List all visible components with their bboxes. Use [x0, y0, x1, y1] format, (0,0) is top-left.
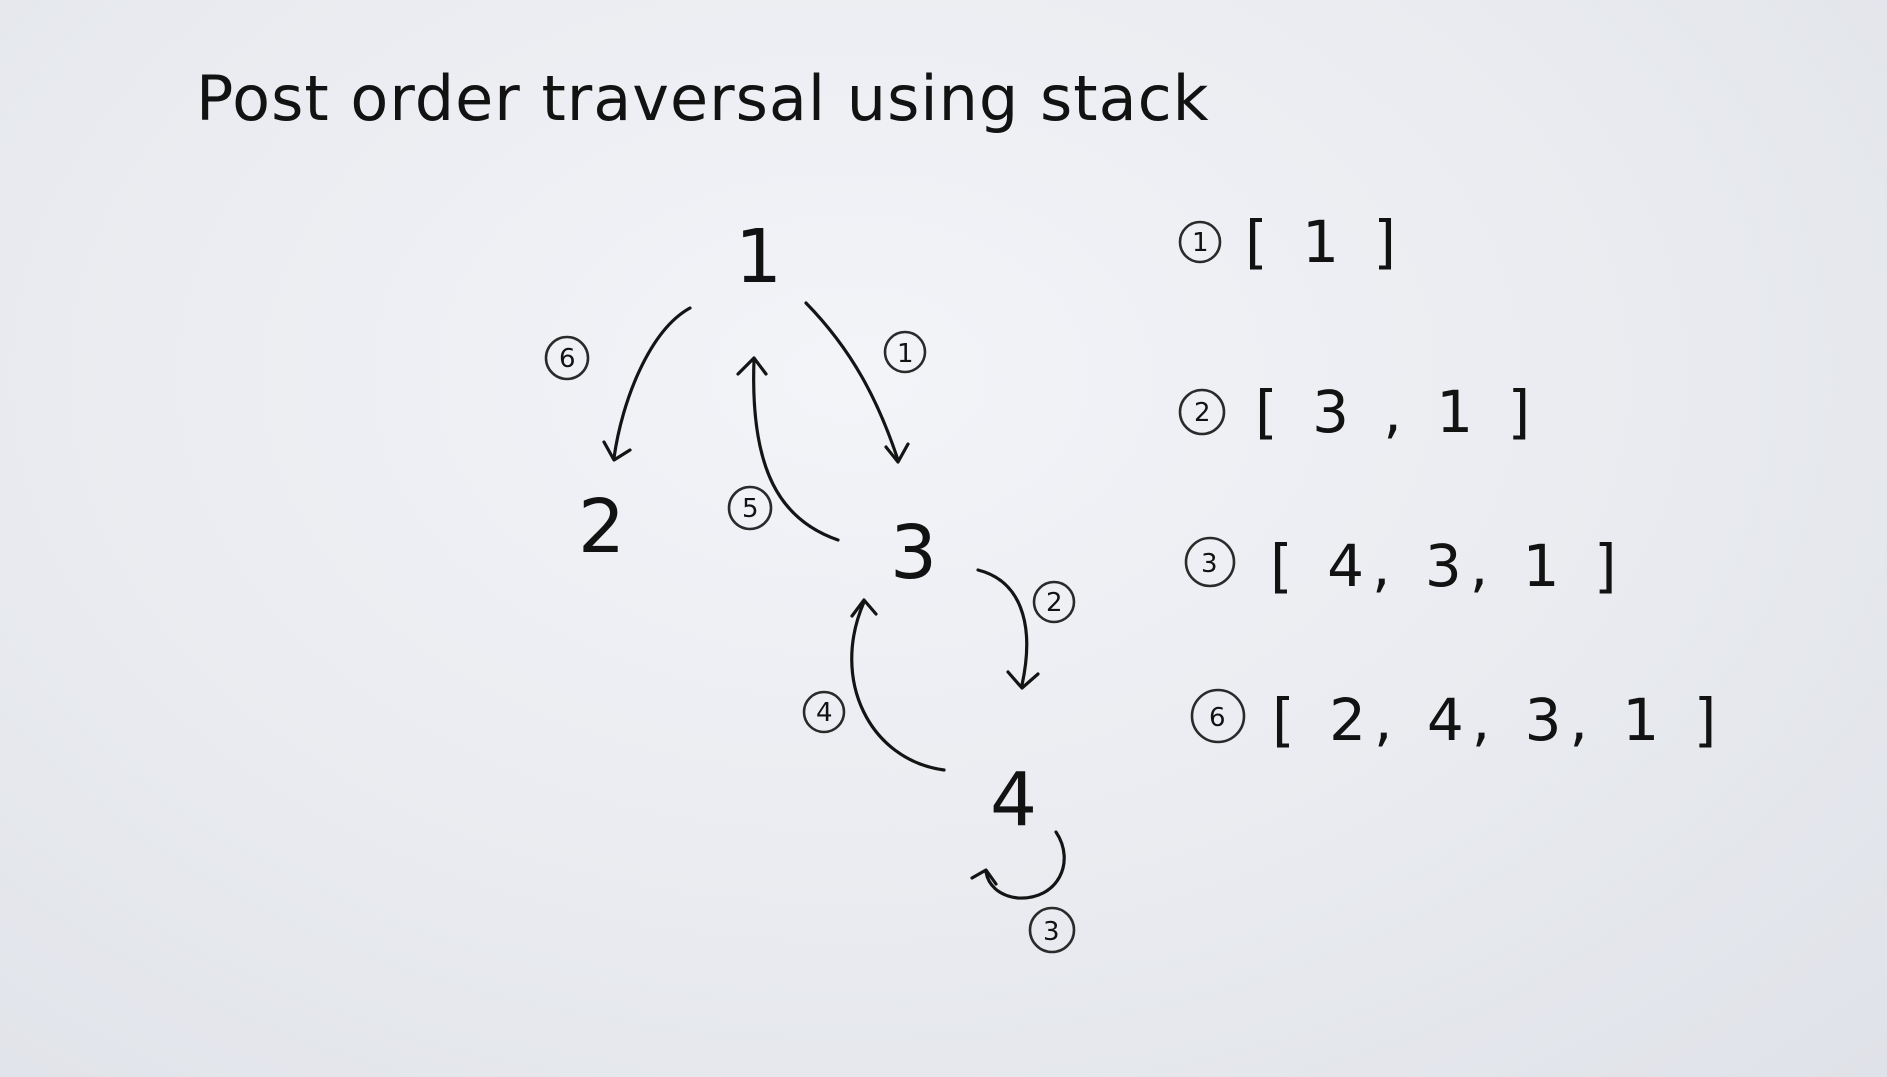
tree-node-2: 2 — [578, 484, 625, 570]
arrow-step-label-6: 6 — [559, 344, 576, 374]
stack-state-3: 3 [ 4, 3, 1 ] — [1184, 532, 1625, 600]
stack-step-label-6: 6 — [1209, 703, 1226, 733]
stack-contents-6: [ 2, 4, 3, 1 ] — [1272, 686, 1724, 754]
arrow-step-2: 2 — [976, 568, 1076, 690]
arrow-step-1: 1 — [804, 301, 927, 464]
arrow-step-3: 3 — [970, 830, 1076, 954]
page-title: Post order traversal using stack — [196, 62, 1210, 135]
arrow-step-label-3: 3 — [1043, 917, 1060, 947]
tree-node-3: 3 — [890, 510, 937, 596]
stack-state-1: 1 [ 1 ] — [1178, 208, 1404, 276]
stack-contents-1: [ 1 ] — [1245, 208, 1404, 276]
stack-contents-2: [ 3 , 1 ] — [1255, 378, 1538, 446]
arrow-step-label-4: 4 — [816, 698, 833, 728]
stack-step-label-1: 1 — [1192, 228, 1209, 258]
arrow-step-6: 6 — [544, 306, 692, 462]
arrow-step-5: 5 — [727, 356, 840, 542]
tree-node-1: 1 — [735, 214, 782, 300]
arrow-step-label-1: 1 — [897, 339, 914, 369]
stack-state-6: 6 [ 2, 4, 3, 1 ] — [1190, 686, 1724, 754]
stack-step-label-3: 3 — [1201, 549, 1218, 579]
arrow-step-label-2: 2 — [1046, 588, 1063, 618]
stack-step-label-2: 2 — [1194, 398, 1211, 428]
stack-state-2: 2 [ 3 , 1 ] — [1178, 378, 1538, 446]
stack-contents-3: [ 4, 3, 1 ] — [1270, 532, 1625, 600]
tree-node-4: 4 — [990, 757, 1037, 843]
arrow-step-4: 4 — [802, 598, 946, 772]
arrow-step-label-5: 5 — [742, 494, 759, 524]
